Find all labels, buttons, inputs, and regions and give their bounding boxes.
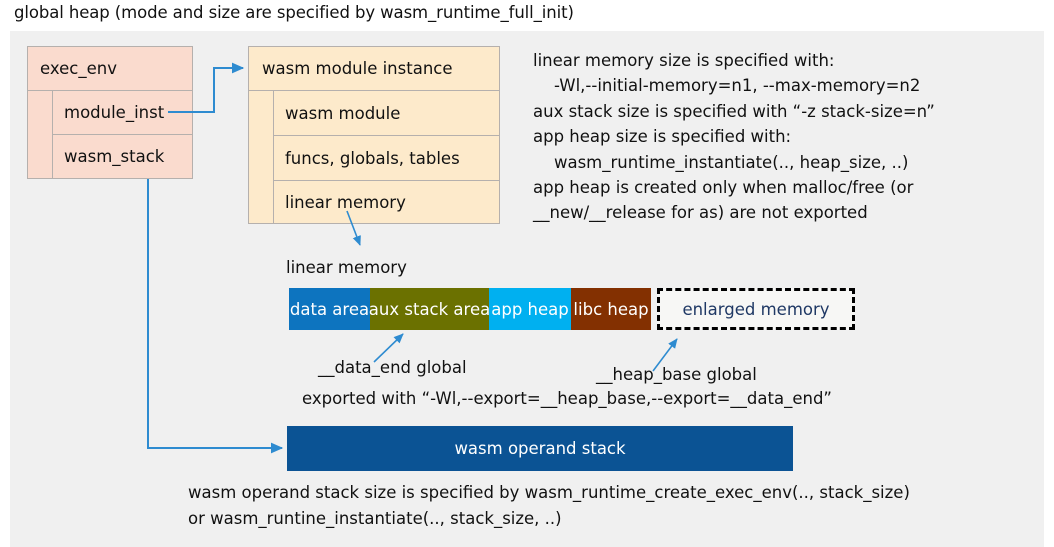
memory-segment-data-area: data area	[289, 288, 370, 330]
module-instance-row-linear-memory: linear memory	[285, 192, 406, 212]
diagram-title: global heap (mode and size are specified…	[14, 3, 574, 22]
linear-memory-bar: data area aux stack area app heap libc h…	[289, 288, 855, 330]
memory-segment-enlarged-memory: enlarged memory	[657, 288, 855, 330]
exec-env-row-module-inst: module_inst	[53, 91, 192, 135]
memory-segment-libc-heap: libc heap	[571, 288, 651, 330]
operand-stack-notes: wasm operand stack size is specified by …	[188, 483, 910, 528]
linear-memory-label: linear memory	[286, 258, 407, 277]
annotation-exported-with: exported with “-Wl,--export=__heap_base,…	[302, 389, 832, 408]
exec-env-header: exec_env	[28, 47, 192, 91]
wasm-module-instance-header: wasm module instance	[249, 47, 499, 91]
memory-segment-aux-stack-area: aux stack area	[369, 288, 490, 330]
wasm-operand-stack-bar: wasm operand stack	[287, 426, 793, 471]
wasm-module-instance-gutter	[249, 91, 274, 223]
exec-env-row-wasm-stack: wasm_stack	[64, 147, 165, 166]
exec-env-gutter	[28, 91, 53, 178]
wasm-module-instance-box: wasm module instance wasm module funcs, …	[248, 46, 500, 224]
exec-env-box: exec_env module_inst wasm_stack	[27, 46, 193, 179]
module-instance-row-funcs-globals-tables: funcs, globals, tables	[274, 136, 499, 181]
annotation-data-end: __data_end global	[318, 358, 467, 377]
annotation-heap-base: __heap_base global	[596, 365, 757, 384]
memory-segment-app-heap: app heap	[489, 288, 571, 330]
linear-memory-notes: linear memory size is specified with: -W…	[533, 51, 935, 223]
module-instance-row-wasm-module: wasm module	[274, 91, 499, 136]
